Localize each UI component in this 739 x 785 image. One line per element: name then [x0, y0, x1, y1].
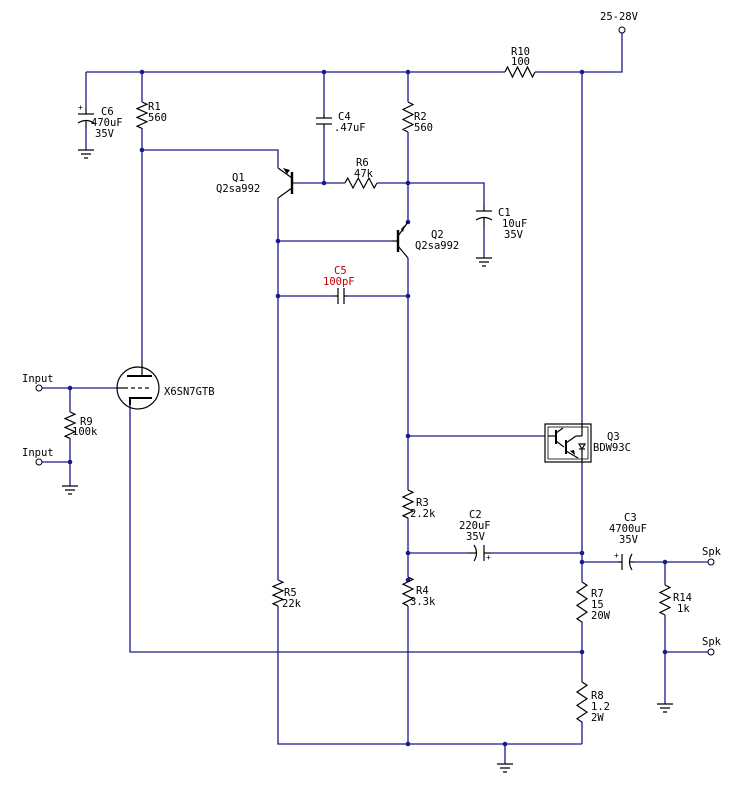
spk-label-1: Spk: [702, 546, 722, 558]
c3-value: 4700uF: [609, 523, 647, 535]
r4-value: 3.3k: [410, 596, 436, 608]
r3-symbol: [401, 489, 415, 519]
r9-symbol: [63, 411, 77, 439]
capacitors: + +: [77, 103, 634, 571]
svg-text:+: +: [614, 551, 619, 560]
junction-dots: [67, 69, 668, 747]
r4-symbol: [401, 576, 415, 607]
c4-ref: C4: [338, 111, 351, 123]
r7-symbol: [575, 581, 589, 623]
r10-ref: R10: [511, 46, 530, 58]
r3-ref: R3: [416, 497, 429, 509]
c3-symbol: +: [614, 551, 634, 571]
c6-symbol: +: [77, 103, 95, 128]
r2-symbol: [401, 101, 415, 133]
q3-symbol: [544, 423, 592, 463]
r1-ref: R1: [148, 101, 161, 113]
q2-value: Q2sa992: [415, 240, 459, 252]
r5-symbol: [271, 579, 285, 607]
input-label-1: Input: [22, 373, 54, 385]
wires: [42, 33, 708, 764]
c1-ref: C1: [498, 207, 511, 219]
r6-value: 47k: [354, 168, 374, 180]
q1-value: Q2sa992: [216, 183, 260, 195]
c2-ref: C2: [469, 509, 482, 521]
c6-ref: C6: [101, 106, 114, 118]
resistors: [63, 65, 672, 723]
q1-ref: Q1: [232, 172, 245, 184]
c6-value: 470uF: [91, 117, 123, 129]
q1-symbol: [277, 167, 294, 199]
ground-icon: [497, 763, 513, 773]
r7-ref: R7: [591, 588, 604, 600]
input-label-2: Input: [22, 447, 54, 459]
input-terminal-1: [35, 384, 43, 392]
r6-ref: R6: [356, 157, 369, 169]
r6-symbol: [344, 176, 378, 190]
c3-rating: 35V: [619, 534, 639, 546]
r5-ref: R5: [284, 587, 297, 599]
r9-value: 100k: [72, 426, 98, 438]
ground-symbols: [62, 149, 673, 773]
c4-symbol: [316, 114, 332, 128]
labels: 25-28V Input Input Spk Spk X6SN7GTB R10 …: [22, 11, 722, 724]
r7-rating: 20W: [591, 610, 611, 622]
q2-symbol: [392, 221, 409, 259]
c4-value: .47uF: [334, 122, 366, 134]
c6-rating: 35V: [95, 128, 115, 140]
c5-ref: C5: [334, 265, 347, 277]
ground-icon: [476, 257, 492, 267]
r1-symbol: [135, 101, 149, 129]
r14-value: 1k: [677, 603, 690, 615]
input-terminal-2: [35, 458, 43, 466]
r2-ref: R2: [414, 111, 427, 123]
c5-value: 100pF: [323, 276, 355, 288]
c5-symbol: [334, 288, 348, 304]
spk-terminal-2: [707, 648, 715, 656]
tube-label: X6SN7GTB: [164, 386, 215, 398]
tube-symbol: [116, 360, 160, 410]
c1-symbol: [475, 205, 493, 228]
ground-icon: [62, 485, 78, 495]
r8-rating: 2W: [591, 712, 604, 724]
r8-ref: R8: [591, 690, 604, 702]
r10-symbol: [504, 65, 536, 79]
r5-value: 22k: [282, 598, 302, 610]
c1-value: 10uF: [502, 218, 527, 230]
r1-value: 560: [148, 112, 167, 124]
r3-value: 2.2k: [410, 508, 436, 520]
r4-ref: R4: [416, 585, 429, 597]
r9-ref: R9: [80, 416, 93, 428]
q3-value: BDW93C: [593, 442, 631, 454]
r14-ref: R14: [673, 592, 692, 604]
r7-value: 15: [591, 599, 604, 611]
r2-value: 560: [414, 122, 433, 134]
r10-value: 100: [511, 56, 530, 68]
supply-label: 25-28V: [600, 11, 639, 23]
terminals: [35, 26, 715, 656]
supply-terminal: [618, 26, 626, 34]
r8-value: 1.2: [591, 701, 610, 713]
ground-icon: [657, 703, 673, 713]
spk-terminal-1: [707, 558, 715, 566]
ground-icon: [78, 149, 94, 159]
q3-ref: Q3: [607, 431, 620, 443]
c2-value: 220uF: [459, 520, 491, 532]
spk-label-2: Spk: [702, 636, 722, 648]
q2-ref: Q2: [431, 229, 444, 241]
c2-symbol: +: [468, 544, 491, 562]
r8-symbol: [575, 681, 589, 723]
c2-rating: 35V: [466, 531, 486, 543]
c1-rating: 35V: [504, 229, 524, 241]
svg-text:+: +: [78, 103, 83, 112]
c3-ref: C3: [624, 512, 637, 524]
r14-symbol: [658, 584, 672, 616]
svg-text:+: +: [486, 553, 491, 562]
